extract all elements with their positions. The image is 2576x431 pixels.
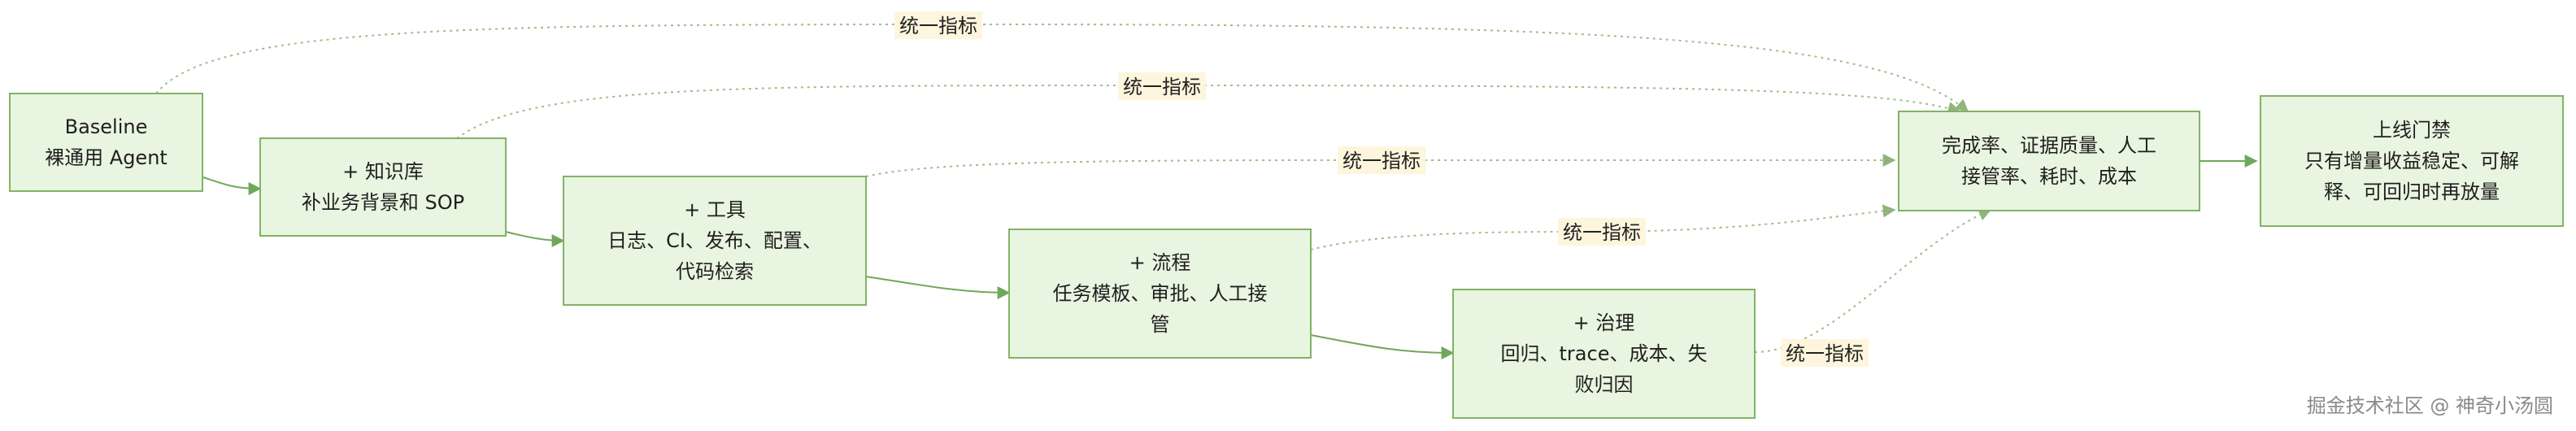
- edge-label-4: 统一指标: [1558, 218, 1646, 246]
- edge-tools-to-metrics: [865, 154, 1896, 177]
- edge-process-to-governance: [1310, 334, 1455, 359]
- node-governance-text: + 治理回归、trace、成本、失败归因: [1501, 311, 1708, 396]
- node-line: 代码检索: [676, 260, 754, 283]
- node-knowledge: + 知识库补业务背景和 SOP: [259, 137, 507, 237]
- node-process: + 流程任务模板、审批、人工接管: [1008, 229, 1312, 359]
- node-line: Baseline: [65, 115, 148, 138]
- node-line: 补业务背景和 SOP: [302, 191, 464, 214]
- edge-tools-to-process: [865, 276, 1011, 299]
- watermark: 掘金技术社区 @ 神奇小汤圆: [2306, 394, 2553, 417]
- node-metrics: 完成率、证据质量、人工接管率、耗时、成本: [1898, 111, 2200, 211]
- edge-label-text: 统一指标: [1786, 342, 1864, 365]
- edge-label-5: 统一指标: [1781, 339, 1869, 367]
- edge-label-3: 统一指标: [1338, 146, 1425, 174]
- edge-knowledge-to-tools: [505, 231, 565, 247]
- node-tools-text: + 工具日志、CI、发布、配置、代码检索: [607, 198, 822, 283]
- node-line: + 治理: [1573, 311, 1635, 334]
- node-tools: + 工具日志、CI、发布、配置、代码检索: [563, 176, 867, 306]
- node-line: + 工具: [684, 198, 746, 221]
- edge-label-text: 统一指标: [1123, 76, 1201, 98]
- edge-process-to-metrics: [1310, 204, 1896, 250]
- node-line: 完成率、证据质量、人工: [1942, 134, 2156, 157]
- node-line: 上线门禁: [2373, 119, 2451, 141]
- node-line: 接管率、耗时、成本: [1961, 165, 2137, 188]
- edge-label-text: 统一指标: [899, 15, 977, 37]
- edge-baseline-to-knowledge: [202, 176, 262, 195]
- edge-label-text: 统一指标: [1563, 221, 1641, 244]
- node-line: 管: [1151, 313, 1170, 336]
- node-gate: 上线门禁只有增量收益稳定、可解释、可回归时再放量: [2260, 95, 2564, 227]
- node-line: 败归因: [1575, 373, 1634, 396]
- node-line: 裸通用 Agent: [45, 146, 168, 169]
- node-knowledge-text: + 知识库补业务背景和 SOP: [302, 160, 464, 214]
- node-line: 日志、CI、发布、配置、: [607, 229, 822, 252]
- node-line: 释、可回归时再放量: [2324, 181, 2500, 203]
- node-governance: + 治理回归、trace、成本、失败归因: [1452, 289, 1756, 419]
- node-line: + 流程: [1129, 251, 1191, 274]
- node-metrics-text: 完成率、证据质量、人工接管率、耗时、成本: [1942, 134, 2156, 188]
- node-process-text: + 流程任务模板、审批、人工接管: [1053, 251, 1268, 336]
- node-gate-text: 上线门禁只有增量收益稳定、可解释、可回归时再放量: [2304, 119, 2519, 203]
- node-baseline-text: Baseline 裸通用 Agent: [45, 115, 168, 169]
- node-line: 任务模板、审批、人工接: [1053, 282, 1268, 305]
- node-line: 回归、trace、成本、失: [1501, 342, 1708, 365]
- edge-label-text: 统一指标: [1342, 150, 1421, 172]
- edge-label-1: 统一指标: [894, 11, 982, 39]
- edge-knowledge-to-metrics: [456, 84, 1961, 139]
- node-baseline: Baseline 裸通用 Agent: [9, 93, 203, 192]
- edge-baseline-to-metrics: [155, 23, 1969, 113]
- node-line: + 知识库: [342, 160, 424, 183]
- edge-label-2: 统一指标: [1118, 72, 1206, 100]
- edge-governance-to-metrics: [1754, 208, 1992, 353]
- node-line: 只有增量收益稳定、可解: [2304, 150, 2519, 172]
